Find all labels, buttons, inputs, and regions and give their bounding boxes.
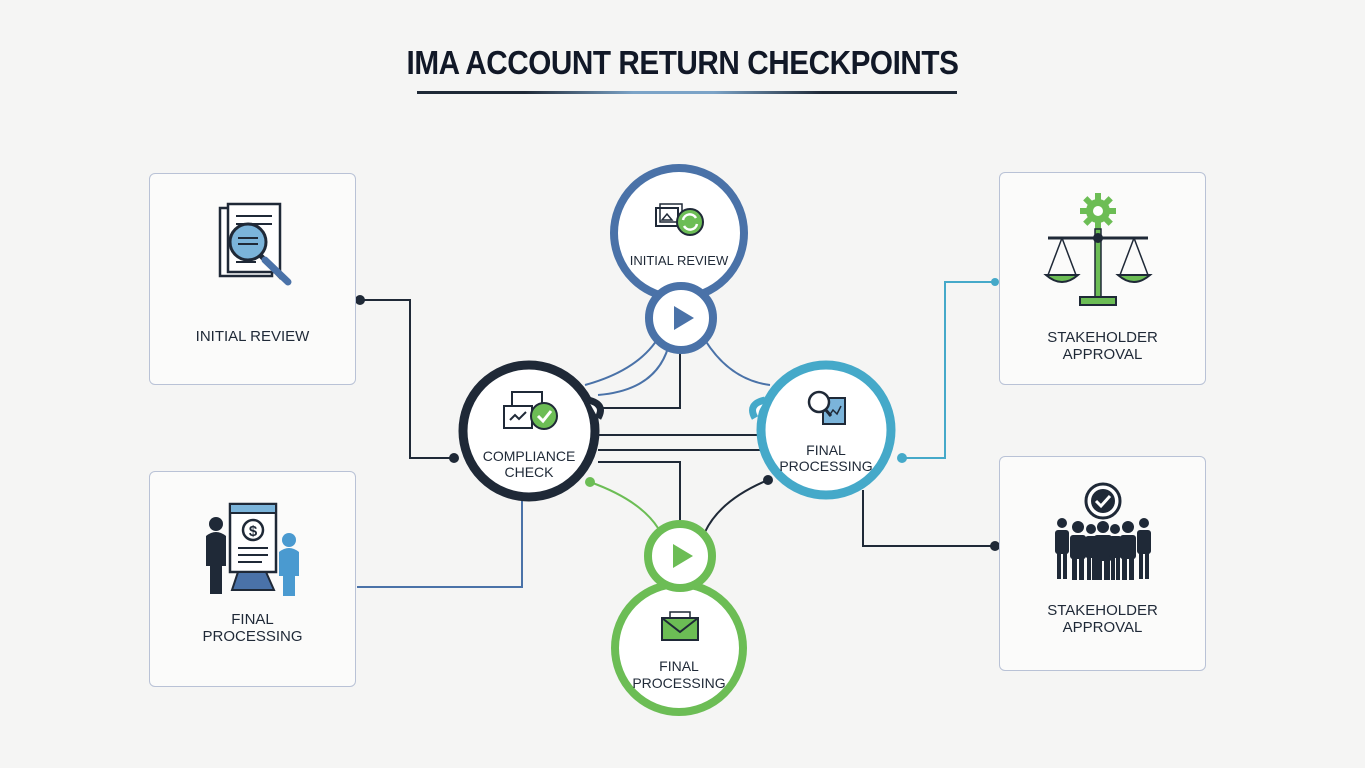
magnifier-document-icon: [805, 388, 851, 433]
node-compliance-check: COMPLIANCE CHECK: [458, 360, 613, 502]
node-label-line1: COMPLIANCE: [482, 448, 576, 464]
card-label-line1: FINAL: [231, 611, 274, 628]
node-label-line2: CHECK: [504, 464, 554, 480]
envelope-icon: [660, 610, 700, 647]
card-label-line2: APPROVAL: [1062, 346, 1143, 363]
card-initial-review: INITIAL REVIEW: [149, 173, 356, 385]
node-label-line1: FINAL: [659, 658, 699, 674]
people-document-dollar-icon: $: [202, 498, 306, 607]
card-label-line1: STAKEHOLDER: [1047, 602, 1158, 619]
node-label: INITIAL REVIEW: [629, 253, 729, 268]
card-label-line2: APPROVAL: [1062, 619, 1143, 636]
title-underline: [417, 91, 957, 94]
play-badge-top[interactable]: [645, 282, 717, 354]
group-check-icon: [1050, 479, 1156, 590]
scales-gear-icon: [1042, 193, 1162, 314]
documents-sync-icon: [652, 202, 708, 247]
card-label-line1: STAKEHOLDER: [1047, 329, 1158, 346]
card-stakeholder-approval-bottom: STAKEHOLDER APPROVAL: [999, 456, 1206, 671]
play-icon[interactable]: [644, 520, 716, 592]
node-label-line2: PROCESSING: [632, 675, 726, 691]
document-magnifier-icon: [210, 202, 310, 292]
play-badge-bottom[interactable]: [644, 520, 716, 592]
card-label: INITIAL REVIEW: [195, 328, 310, 345]
node-label-line2: PROCESSING: [779, 458, 873, 474]
svg-text:$: $: [249, 523, 258, 540]
card-stakeholder-approval-top: STAKEHOLDER APPROVAL: [999, 172, 1206, 385]
node-label-line1: FINAL: [806, 442, 846, 458]
node-final-processing-right: FINAL PROCESSING: [743, 358, 898, 503]
play-icon[interactable]: [645, 282, 717, 354]
card-final-processing-left: $ FINAL PROCESSING: [149, 471, 356, 687]
node-final-processing-bottom: FINAL PROCESSING: [607, 578, 751, 720]
screens-check-icon: [502, 390, 562, 441]
card-label-line2: PROCESSING: [202, 628, 303, 645]
page-title: IMA ACCOUNT RETURN CHECKPOINTS: [406, 44, 959, 81]
